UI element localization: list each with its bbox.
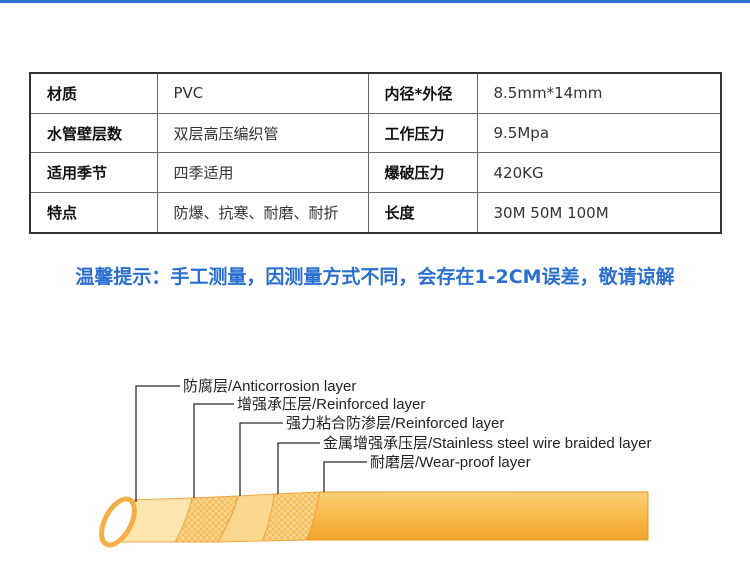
layer-label-wear-proof: 耐磨层/Wear-proof layer xyxy=(370,454,531,471)
table-row: 适用季节 四季适用 爆破压力 420KG xyxy=(29,152,722,194)
spec-value-features: 防爆、抗寒、耐磨、耐折 xyxy=(156,192,369,234)
spec-value-wall-layers: 双层高压编织管 xyxy=(156,112,369,154)
table-row: 材质 PVC 内径*外径 8.5mm*14mm xyxy=(29,72,722,114)
layer-label-anticorrosion: 防腐层/Anticorrosion layer xyxy=(183,377,356,395)
spec-value-burst-pressure: 420KG xyxy=(476,152,722,194)
hose-layer-diagram: 防腐层/Anticorrosion layer 增强承压层/Reinforced… xyxy=(99,377,651,548)
callout-line-anticorrosion xyxy=(135,385,180,502)
spec-label-season: 适用季节 xyxy=(29,152,158,194)
hose-opening xyxy=(99,496,137,548)
spec-table: 材质 PVC 内径*外径 8.5mm*14mm 水管壁层数 双层高压编织管 工作… xyxy=(29,72,722,234)
spec-value-working-pressure: 9.5Mpa xyxy=(476,112,722,154)
spec-label-diameter: 内径*外径 xyxy=(367,72,478,114)
callout-line-bonding xyxy=(239,422,283,496)
spec-value-diameter: 8.5mm*14mm xyxy=(476,72,722,114)
callout-line-wear-proof xyxy=(323,461,367,492)
table-row: 特点 防爆、抗寒、耐磨、耐折 长度 30M 50M 100M xyxy=(29,192,722,234)
spec-value-material: PVC xyxy=(156,72,369,114)
spec-value-length: 30M 50M 100M xyxy=(476,192,722,234)
spec-label-material: 材质 xyxy=(29,72,158,114)
layer-label-steel-braid: 金属增强承压层/Stainless steel wire braided lay… xyxy=(323,435,651,452)
layer-label-bonding: 强力粘合防渗层/Reinforced layer xyxy=(286,415,504,432)
spec-value-season: 四季适用 xyxy=(156,152,369,194)
callout-line-reinforced xyxy=(193,403,234,498)
top-accent-bar xyxy=(0,0,750,3)
measurement-notice: 温馨提示：手工测量，因测量方式不同，会存在1-2CM误差，敬请谅解 xyxy=(75,266,675,288)
callout-line-steel-braid xyxy=(277,442,320,494)
layer-label-reinforced: 增强承压层/Reinforced layer xyxy=(237,396,425,413)
spec-label-length: 长度 xyxy=(367,192,478,234)
wear-proof-layer-segment xyxy=(305,491,649,541)
spec-label-burst-pressure: 爆破压力 xyxy=(367,152,478,194)
spec-label-working-pressure: 工作压力 xyxy=(367,112,478,154)
table-row: 水管壁层数 双层高压编织管 工作压力 9.5Mpa xyxy=(29,112,722,154)
spec-label-features: 特点 xyxy=(29,192,158,234)
spec-label-wall-layers: 水管壁层数 xyxy=(29,112,158,154)
